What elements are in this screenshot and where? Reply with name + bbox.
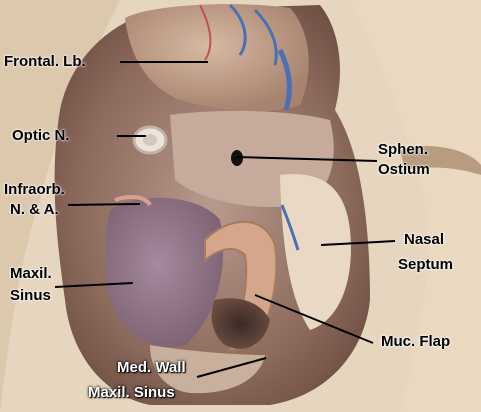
label-mucosal-flap: Muc. Flap: [381, 333, 451, 350]
label-maxillary-sinus-line1: Maxil.: [10, 265, 52, 282]
leader-maxillary-sinus: [54, 282, 134, 288]
leader-mucosal-flap: [254, 294, 374, 344]
label-optic-nerve: Optic N.: [12, 127, 70, 144]
leader-infraorbital: [67, 203, 141, 206]
infraorbital-nerve: [114, 195, 152, 207]
frontal-lobe: [125, 4, 309, 112]
left-skin: [0, 0, 120, 412]
label-medial-wall-line2: Maxil. Sinus: [88, 384, 175, 401]
right-skin: [350, 0, 481, 412]
vessel-blue: [228, 3, 278, 66]
medial-wall: [150, 345, 265, 394]
label-maxillary-sinus-line2: Sinus: [10, 287, 51, 304]
nasal-passage-opening: [211, 298, 270, 349]
label-infraorbital-line2: N. & A.: [10, 201, 59, 218]
label-infraorbital-line1: Infraorb.: [4, 181, 65, 198]
septal-vessel: [280, 204, 300, 251]
label-sphenoid-ostium-line1: Sphen.: [378, 141, 429, 158]
label-medial-wall-line1: Med. Wall: [117, 359, 186, 376]
label-sphenoid-ostium-line2: Ostium: [378, 161, 430, 178]
label-nasal-septum-line1: Nasal: [404, 231, 445, 248]
leader-nasal-septum: [320, 240, 396, 246]
optic-nerve-core: [143, 134, 157, 146]
maxillary-sinus: [105, 197, 224, 348]
eye-closed: [400, 145, 481, 175]
leader-sphenoid-ostium: [235, 156, 378, 162]
vessel-red: [199, 4, 212, 61]
leader-medial-wall: [196, 357, 267, 378]
vessel-blue-2: [277, 48, 292, 111]
label-frontal-lobe: Frontal. Lb.: [4, 53, 86, 70]
label-nasal-septum-line2: Septum: [398, 256, 454, 273]
nasal-septum: [280, 174, 351, 330]
leader-lines: [54, 61, 396, 378]
